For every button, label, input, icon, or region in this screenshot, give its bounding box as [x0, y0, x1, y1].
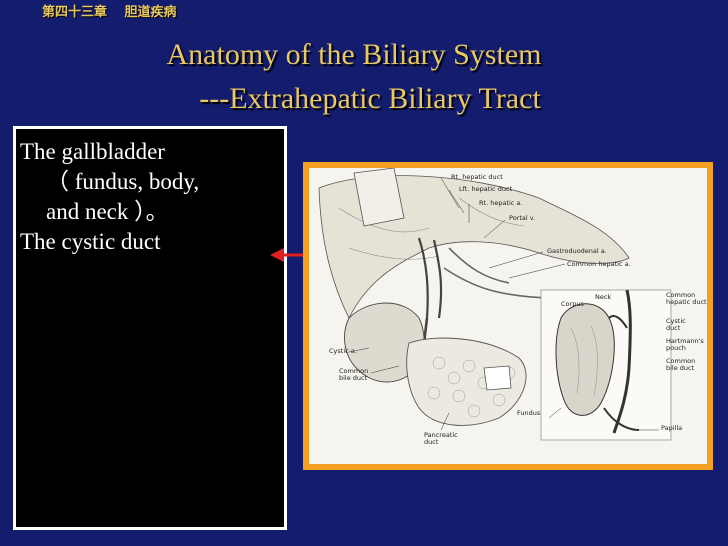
chapter-label: 第四十三章 胆道疾病 — [42, 5, 177, 20]
label-common-hepatic-duct: Common hepatic duct — [666, 291, 707, 306]
label-hartmanns-pouch: Hartmann's pouch — [666, 337, 704, 352]
label-cystic-duct: Cystic duct — [666, 317, 686, 332]
label-neck: Neck — [595, 293, 612, 301]
label-common-bile-duct-left: Common bile duct — [339, 367, 369, 382]
bullet-cystic-duct: The cystic duct — [20, 229, 161, 254]
slide-title-line2: ---Extrahepatic Biliary Tract — [199, 82, 541, 115]
label-cystic-a: Cystic a. — [329, 347, 357, 355]
bullet-gallbladder-parts-2: and neck ）。 — [46, 199, 169, 224]
label-rt-hepatic-a: Rt. hepatic a. — [479, 199, 523, 207]
anatomy-figure-frame: Rt. hepatic duct Lft. hepatic duct Rt. h… — [303, 162, 713, 470]
label-gastroduodenal-a: Gastroduodenal a. — [547, 247, 607, 255]
slide-title-line1: Anatomy of the Biliary System — [166, 38, 542, 71]
bullet-gallbladder-parts-1: （ fundus, body, — [46, 169, 200, 194]
label-corpus: Corpus — [561, 300, 584, 308]
label-lft-hepatic-duct: Lft. hepatic duct — [459, 185, 513, 193]
anatomy-illustration: Rt. hepatic duct Lft. hepatic duct Rt. h… — [309, 168, 707, 464]
label-rt-hepatic-duct: Rt. hepatic duct — [451, 173, 503, 181]
bullet-gallbladder: The gallbladder — [20, 139, 165, 164]
text-panel: The gallbladder （ fundus, body, and neck… — [13, 126, 287, 530]
label-papilla: Papilla — [661, 424, 683, 432]
label-portal-v: Portal v. — [509, 214, 536, 222]
label-common-bile-duct-right: Common bile duct — [666, 357, 696, 372]
label-pancreatic-duct: Pancreatic duct — [424, 431, 458, 446]
label-fundus: Fundus — [517, 409, 541, 417]
anatomy-drawing — [318, 168, 672, 441]
label-common-hepatic-a: Common hepatic a. — [567, 260, 631, 268]
